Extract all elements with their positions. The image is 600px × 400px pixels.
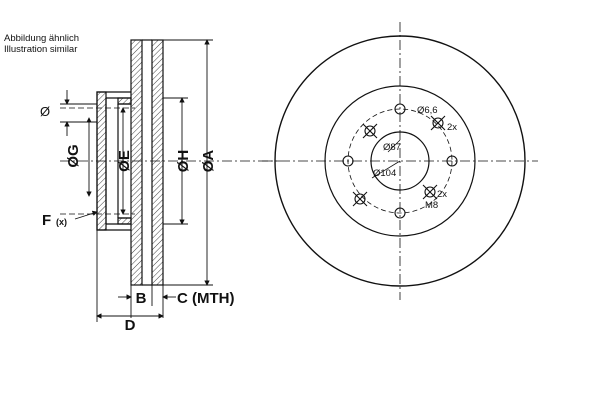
label-d: D xyxy=(125,317,136,334)
hole-size-label: Ø6,6 xyxy=(417,105,438,116)
bolt-hole-right xyxy=(446,155,458,167)
threaded-hole-tl xyxy=(364,125,376,137)
caption-german: Abbildung ähnlich xyxy=(4,33,80,44)
threaded-hole-br xyxy=(424,186,436,198)
thread-label: M8 xyxy=(425,200,438,211)
outer-plate-right xyxy=(151,39,164,286)
front-view xyxy=(262,22,538,300)
side-dimensions xyxy=(60,39,213,322)
label-e: ØE xyxy=(116,150,133,172)
hole-count-label: 2x xyxy=(447,122,457,133)
label-g: ØG xyxy=(65,144,82,167)
bolt-hole-bottom xyxy=(394,207,406,219)
side-section-view xyxy=(60,39,280,286)
threaded-hole-bl xyxy=(354,193,366,205)
bolt-hole-dia-label: Ø xyxy=(40,104,50,119)
outer-plate-left xyxy=(130,39,143,286)
label-h: ØH xyxy=(175,150,192,173)
label-f: F xyxy=(42,212,51,229)
thread-count-label: 2x xyxy=(437,189,447,200)
label-a: ØA xyxy=(200,150,217,173)
label-f-sub: (x) xyxy=(56,217,67,227)
bolt-hole-top xyxy=(394,103,406,115)
label-b: B xyxy=(136,290,147,307)
bolt-hole-left xyxy=(342,155,354,167)
caption-english: Illustration similar xyxy=(4,44,78,55)
label-c: C (MTH) xyxy=(177,290,234,307)
center-bore-label: Ø87 xyxy=(383,142,401,153)
pcd-label: Ø104 xyxy=(373,168,396,179)
threaded-hole-tr xyxy=(432,117,444,129)
